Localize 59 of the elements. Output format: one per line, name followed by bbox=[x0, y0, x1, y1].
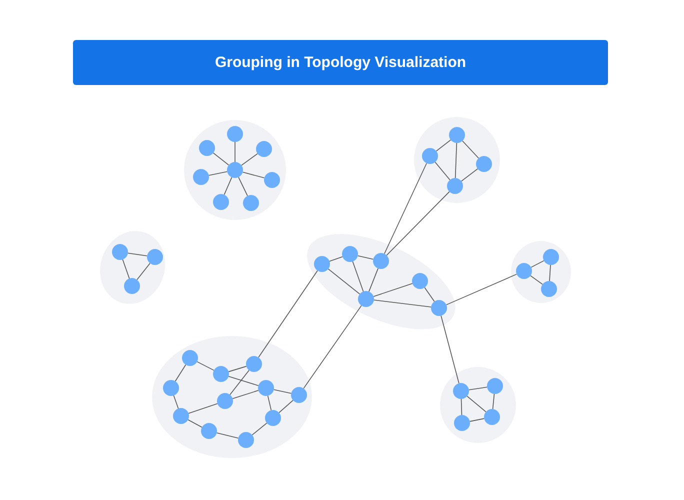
title-banner: Grouping in Topology Visualization bbox=[73, 40, 608, 85]
connector-line bbox=[530, 275, 543, 285]
connector-line bbox=[224, 176, 232, 196]
connector-line bbox=[212, 152, 230, 166]
connector-line bbox=[230, 370, 250, 396]
connector-line bbox=[469, 418, 485, 422]
group-ellipse bbox=[511, 241, 571, 303]
connector-line bbox=[232, 390, 259, 399]
connector-line bbox=[303, 305, 362, 389]
connector-line bbox=[368, 268, 378, 292]
connector-line bbox=[242, 172, 265, 178]
connector-line bbox=[446, 274, 518, 306]
connector-line bbox=[196, 361, 214, 371]
connector-line bbox=[460, 168, 478, 182]
connector-line bbox=[352, 261, 364, 292]
connector-line bbox=[241, 153, 258, 166]
connector-line bbox=[460, 398, 462, 416]
connector-line bbox=[216, 432, 239, 438]
connector-line bbox=[357, 255, 374, 260]
group-ellipse bbox=[440, 367, 516, 443]
connector-line bbox=[549, 264, 551, 282]
connector-line bbox=[267, 395, 272, 411]
connector-line bbox=[530, 260, 544, 268]
connector-line bbox=[373, 283, 413, 297]
connector-line bbox=[424, 287, 435, 302]
connector-line bbox=[234, 142, 236, 162]
connector-line bbox=[468, 386, 488, 390]
group-ellipse bbox=[100, 230, 166, 304]
connector-line bbox=[188, 419, 202, 428]
connector-line bbox=[328, 268, 360, 294]
connector-line bbox=[374, 300, 432, 308]
connector-line bbox=[436, 140, 452, 152]
connector-line bbox=[174, 364, 186, 382]
connector-line bbox=[228, 366, 247, 372]
connector-line bbox=[228, 376, 259, 386]
connector-line bbox=[238, 176, 248, 196]
connector-line bbox=[122, 259, 130, 279]
connector-line bbox=[258, 270, 318, 358]
connector-line bbox=[492, 394, 495, 410]
group-ellipse bbox=[184, 120, 286, 220]
connector-line bbox=[384, 162, 428, 254]
connector-line bbox=[252, 422, 268, 436]
connector-line bbox=[462, 140, 479, 159]
connector-line bbox=[208, 171, 228, 176]
connector-line bbox=[128, 252, 148, 256]
connector-line bbox=[188, 403, 218, 414]
connector-line bbox=[466, 396, 486, 412]
connector-line bbox=[278, 400, 294, 414]
connector-line bbox=[136, 262, 150, 280]
connector-line bbox=[434, 162, 450, 180]
connector-line bbox=[173, 395, 179, 409]
connector-line bbox=[386, 191, 450, 256]
connector-line bbox=[329, 256, 343, 262]
connector-line bbox=[454, 142, 458, 178]
connector-line bbox=[273, 389, 292, 394]
connector-line bbox=[440, 315, 460, 384]
group-ellipse bbox=[152, 336, 312, 458]
group-ellipse bbox=[414, 117, 500, 203]
group-ellipse bbox=[306, 234, 456, 330]
